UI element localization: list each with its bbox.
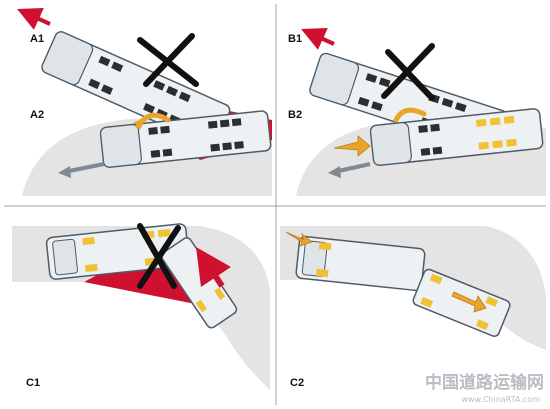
panel-label-b2: B2 [288, 109, 302, 121]
steer-arrow-b2 [393, 107, 427, 123]
heading-arrow-a2-head [58, 166, 71, 178]
bus-c2 [295, 235, 426, 292]
panel-label-b1: B1 [288, 33, 302, 45]
heading-arrow-b2-head [328, 166, 341, 178]
panel-a: A1 A2 [17, 8, 272, 196]
push-arrow-c1 [196, 247, 231, 288]
cross-mark-c1 [137, 223, 181, 289]
cross-mark-b1 [381, 43, 435, 101]
steer-arrow-a2-head [134, 118, 146, 130]
drive-arrow-c2-rear [451, 291, 487, 313]
panel-label-c1: C1 [26, 377, 40, 389]
brake-arrow-b2 [333, 135, 371, 157]
panel-dividers [4, 4, 546, 405]
drive-arrow-c2 [285, 231, 313, 247]
bus-c2-trailer [412, 268, 511, 337]
watermark-url: www.ChinaRTA.com [462, 395, 541, 404]
panel-c2: C2 [280, 226, 546, 389]
bus-a2 [99, 110, 272, 168]
panel-b: B1 B2 [288, 28, 546, 196]
panel-c1: C1 [12, 223, 270, 390]
panel-label-a1: A1 [30, 33, 44, 45]
heading-arrow-b1 [301, 28, 335, 50]
cross-mark-a1 [137, 33, 199, 87]
panel-label-a2: A2 [30, 109, 44, 121]
heading-arrow-a1 [17, 8, 51, 30]
bus-a1 [41, 31, 231, 147]
heading-arrow-a2 [63, 162, 105, 174]
bus-b2 [369, 108, 544, 166]
watermark-cn: 中国道路运输网 [425, 372, 544, 393]
panel-label-c2: C2 [290, 377, 304, 389]
